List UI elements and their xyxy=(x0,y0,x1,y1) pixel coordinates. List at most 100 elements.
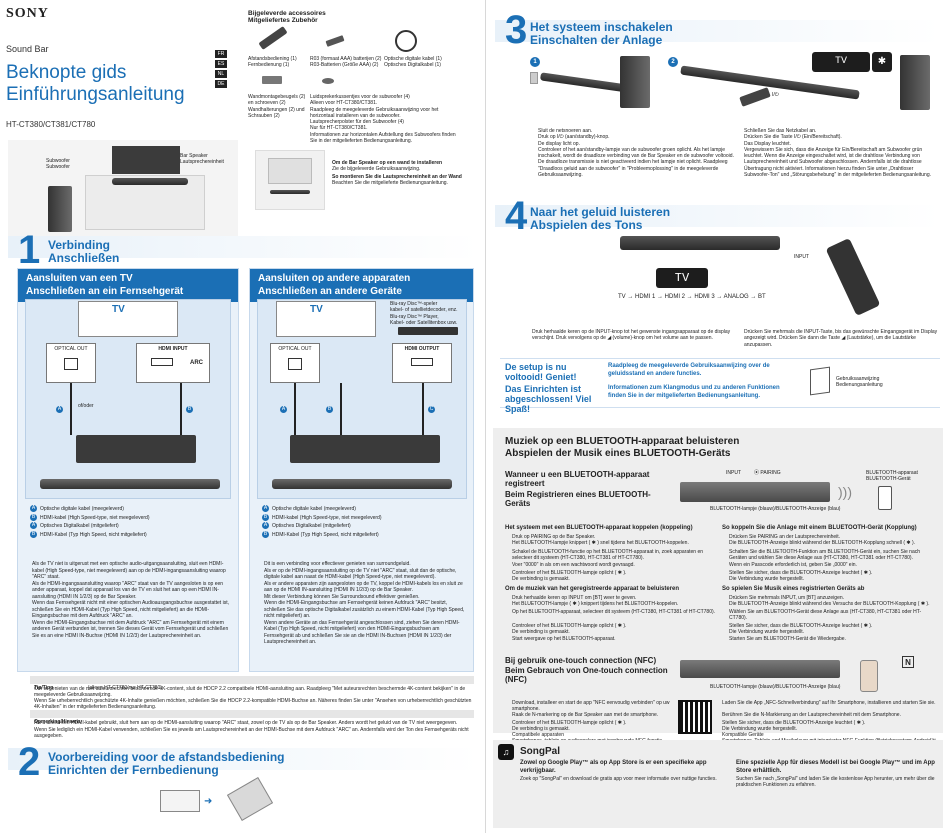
optical-cable-a-2 xyxy=(294,383,296,435)
tv-optical-out-port: OPTICAL OUT xyxy=(46,343,96,383)
tv-arc-label: ARC xyxy=(190,360,203,366)
bt-pair-step-3-de: Stellen Sie sicher, dass die BLUETOOTH-A… xyxy=(729,570,873,583)
product-name: Sound Bar xyxy=(6,44,49,54)
nfc-bar-speaker xyxy=(680,660,840,678)
note-item-1: Als u alleen een HDMI-kabel gebruikt, sl… xyxy=(34,720,458,726)
hdmi-port-icon xyxy=(411,358,433,366)
section3-remote xyxy=(739,87,771,107)
tv-hdmi-input-port: HDMI INPUT ARC xyxy=(136,343,210,383)
cable-c-marker: C xyxy=(428,406,435,414)
panel-other-heading: Aansluiten op andere apparaten Anschließ… xyxy=(250,269,473,302)
hdmi-cable-c xyxy=(422,383,424,435)
cable-b-marker-2: B xyxy=(326,406,333,414)
tv-connection-body: Als de TV niet is uitgerust met een opti… xyxy=(32,561,229,639)
section3-text-de: Schließen Sie das Netzkabel an. Drücken … xyxy=(744,128,932,178)
soundbar-ports-closeup-2 xyxy=(290,435,440,463)
section-2-title-nl: Voorbereiding voor de afstandsbediening xyxy=(48,750,285,764)
speaker-pad-image xyxy=(322,78,334,84)
other-hdmi-output-port: HDMI OUTPUT xyxy=(392,343,452,383)
section-1-title-nl: Verbinding xyxy=(48,238,111,252)
tv-label: TV xyxy=(112,304,125,315)
subwoofer-label: Subwoofer Subwoofer xyxy=(46,158,70,171)
or-label: of/oder xyxy=(78,403,94,409)
section-3-band xyxy=(495,20,940,42)
section-3-title-nl: Het systeem inschakelen xyxy=(530,20,673,34)
wall-bracket-image xyxy=(262,76,282,84)
tv-hdmi-input-label: HDMI INPUT xyxy=(158,346,188,352)
tip-scope: (alleen HT-CT780/nur HT-CT780) xyxy=(87,685,162,691)
songpal-panel xyxy=(493,740,943,828)
optical-port-icon xyxy=(288,358,302,370)
songpal-heading-de: Eine spezielle App für dieses Modell ist… xyxy=(736,760,935,774)
nfc-heading-nl: Bij gebruik one-touch connection (NFC) xyxy=(505,656,657,665)
accessory-wall-brackets: Wandmontagebeugels (2) en schroeven (2) … xyxy=(248,94,306,119)
nfc-step-1-nl: Download, installeer en start de app "NF… xyxy=(512,700,670,713)
legend-marker-b: B xyxy=(262,530,269,538)
bt-pair-step-2-nl: Schakel de BLUETOOTH-functie op het BLUE… xyxy=(512,549,704,568)
wall-tv-illustration xyxy=(268,158,312,184)
soundbar-rear-illustration-2 xyxy=(272,479,452,489)
panel-tv-heading: Aansluiten van een TV Anschließen an ein… xyxy=(18,269,238,302)
external-devices-label: Blu-ray Disc™-speler kabel- of satelliet… xyxy=(390,301,458,326)
bt-pair-step-1-nl: Druk op PAIRING op de Bar Speaker. Het B… xyxy=(512,534,689,547)
step-1-marker: 1 xyxy=(530,50,540,68)
bt-pair-step-2-de: Schalten Sie die BLUETOOTH-Funktion am B… xyxy=(729,549,921,568)
legend-marker-a: A xyxy=(262,505,269,513)
section-4-title-nl: Naar het geluid luisteren xyxy=(530,205,671,219)
section-4-number: 4 xyxy=(505,194,528,238)
optical-cable-image xyxy=(395,30,417,52)
bluetooth-title-de: Abspielen der Musik eines BLUETOOTH-Gerä… xyxy=(505,448,731,459)
tv-illustration-2 xyxy=(276,301,376,337)
tv-illustration xyxy=(78,301,178,337)
optical-cable-a xyxy=(70,383,72,435)
panel-tv-heading-de: Anschließen an ein Fernsehgerät xyxy=(26,285,184,297)
bt-device-label: BLUETOOTH-apparaat BLUETOOTH-Gerät xyxy=(866,470,918,483)
soundbar-ports-closeup xyxy=(76,435,196,463)
section4-bar-speaker xyxy=(620,236,780,250)
legend-marker-b: B xyxy=(262,513,269,521)
other-connection-body: Dit is een verbinding voor effectiever g… xyxy=(264,561,465,645)
bt-play-step-3-de: Stellen Sie sicher, dass die BLUETOOTH-A… xyxy=(729,623,873,636)
remote-image xyxy=(258,26,288,50)
bluetooth-title-nl: Muziek op een BLUETOOTH-apparaat beluist… xyxy=(505,436,740,447)
note-header: Opmerking/Hinweis xyxy=(30,710,474,725)
section-1-title-de: Anschließen xyxy=(48,251,120,265)
input-label: INPUT xyxy=(794,254,809,260)
bt-bar-speaker xyxy=(680,482,830,502)
nfc-step-1-de: Laden Sie die App „NFC-Schnellverbindung… xyxy=(722,700,936,706)
wall-note-body-de: Beachten Sie die mitgelieferte Bedienung… xyxy=(332,180,448,186)
accessory-remote: Afstandsbediening (1) Fernbedienung (1) xyxy=(248,56,297,69)
section4-text-de: Drücken Sie mehrmals die INPUT-Taste, bi… xyxy=(744,329,938,348)
cable-a-marker: A xyxy=(56,406,63,414)
bt-lamp-label: BLUETOOTH-lampje (blauw)/BLUETOOTH-Anzei… xyxy=(710,506,841,512)
lang-tag-fr: FR xyxy=(215,50,227,58)
bt-play-step-1-de: Drücken Sie mehrmals INPUT, um [BT] anzu… xyxy=(729,595,930,608)
panel-other-heading-nl: Aansluiten op andere apparaten xyxy=(258,273,411,284)
bt-pairing-label-text: PAIRING xyxy=(760,470,781,476)
remote-battery-illustration xyxy=(226,777,274,821)
legend-marker-a: A xyxy=(30,522,37,530)
soundbar-rear-illustration xyxy=(40,479,220,489)
setup-done-nl: De setup is nu voltooid! Geniet! xyxy=(505,362,577,382)
bt-register-heading-de: Beim Registrieren eines BLUETOOTH-Geräts xyxy=(505,490,651,508)
section-3-title-de: Einschalten der Anlage xyxy=(530,33,663,47)
section4-display: TV xyxy=(656,268,708,288)
section-4-band xyxy=(495,205,940,227)
bt-play-step-2-de: Wählen Sie am BLUETOOTH-Gerät diese Anla… xyxy=(729,609,922,622)
tip-header: Tip/Tipp (alleen HT-CT780/nur HT-CT780) xyxy=(30,676,474,691)
other-optical-out-label: OPTICAL OUT xyxy=(278,346,312,352)
other-hdmi-output-label: HDMI OUTPUT xyxy=(404,346,440,352)
bt-pair-heading-de: So koppeln Sie die Anlage mit einem BLUE… xyxy=(722,525,917,531)
bt-play-step-4-nl: Start weergave op het BLUETOOTH-apparaat… xyxy=(512,636,616,642)
accessories-header-nl: Bijgeleverde accessoires xyxy=(248,10,326,17)
section3-subwoofer-2 xyxy=(900,55,930,110)
wall-note-body-nl: Zie de bijgeleverde Gebruiksaanwijzing. xyxy=(332,166,421,172)
section-3-number: 3 xyxy=(505,8,528,52)
page-title-nl: Beknopte gids xyxy=(6,62,127,83)
